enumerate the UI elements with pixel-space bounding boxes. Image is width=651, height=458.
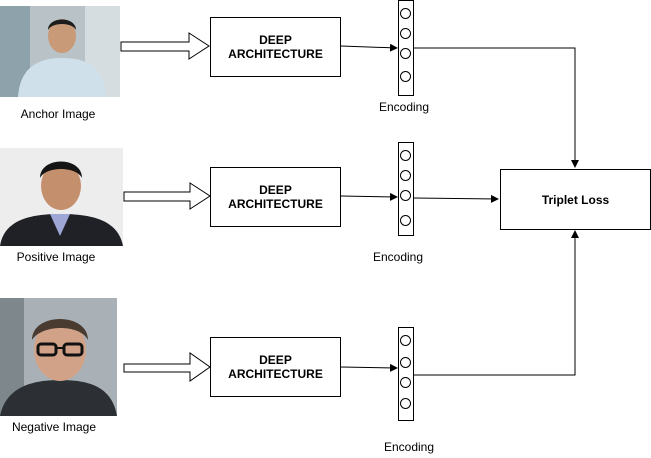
negative-deep-architecture-label: DEEP ARCHITECTURE (228, 353, 323, 381)
encoding-unit (400, 8, 411, 19)
anchor-image-caption: Anchor Image (20, 107, 96, 121)
encoding-unit (400, 170, 411, 181)
positive-deep-architecture-label: DEEP ARCHITECTURE (228, 183, 323, 211)
positive-deep-architecture-box: DEEP ARCHITECTURE (210, 167, 341, 227)
positive-encoding-to-loss-arrow (413, 194, 499, 203)
positive-image-caption: Positive Image (16, 250, 96, 264)
negative-encoding-to-loss-arrow (414, 230, 579, 376)
triplet-loss-label: Triplet Loss (541, 192, 610, 207)
negative-encoding-vector (398, 327, 414, 421)
positive-photo (0, 148, 123, 246)
encoding-unit (400, 377, 411, 388)
triplet-loss-box: Triplet Loss (500, 169, 651, 230)
encoding-unit (400, 48, 411, 59)
positive-to-encoding-arrow (340, 192, 398, 201)
negative-encoding-caption: Encoding (383, 440, 435, 454)
encoding-unit (400, 190, 411, 201)
encoding-unit (400, 150, 411, 161)
negative-image-caption: Negative Image (11, 420, 97, 434)
anchor-encoding-to-loss-arrow (414, 47, 579, 168)
negative-block-arrow (123, 352, 211, 382)
encoding-unit (400, 215, 411, 226)
negative-photo (0, 298, 117, 416)
anchor-deep-architecture-box: DEEP ARCHITECTURE (210, 17, 341, 77)
positive-block-arrow (123, 182, 211, 210)
encoding-unit (400, 398, 411, 409)
encoding-unit (400, 335, 411, 346)
anchor-encoding-vector (398, 0, 414, 96)
positive-encoding-vector (398, 142, 414, 236)
anchor-to-encoding-arrow (340, 43, 398, 52)
encoding-unit (400, 357, 411, 368)
anchor-encoding-caption: Encoding (378, 100, 430, 114)
encoding-unit (400, 28, 411, 39)
positive-encoding-caption: Encoding (372, 250, 424, 264)
anchor-photo (0, 6, 120, 97)
negative-to-encoding-arrow (340, 363, 398, 372)
negative-deep-architecture-box: DEEP ARCHITECTURE (210, 337, 341, 397)
anchor-block-arrow (120, 32, 210, 60)
anchor-deep-architecture-label: DEEP ARCHITECTURE (228, 33, 323, 61)
encoding-unit (400, 71, 411, 82)
